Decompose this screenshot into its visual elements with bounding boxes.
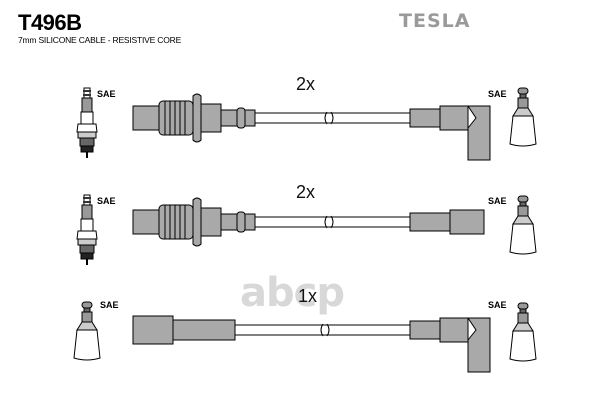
part-number: T496B bbox=[18, 10, 82, 35]
coil-boot bbox=[409, 105, 491, 161]
cable-break-mark bbox=[324, 215, 334, 229]
quantity-label: 2x bbox=[296, 74, 316, 94]
terminal-icon bbox=[509, 87, 537, 147]
cable-row-3 bbox=[73, 301, 537, 373]
sae-label: SAE bbox=[488, 89, 507, 99]
coil-boot bbox=[409, 209, 485, 235]
sae-label: SAE bbox=[97, 196, 116, 206]
coil-boot bbox=[409, 317, 491, 373]
cable-description: 7mm SILICONE CABLE - RESISTIVE CORE bbox=[18, 35, 182, 45]
sae-label: SAE bbox=[97, 89, 116, 99]
plug-boot bbox=[132, 315, 236, 345]
spark-plug-icon bbox=[76, 194, 98, 266]
spark-plug-boot bbox=[132, 93, 256, 143]
quantity-label: 2x bbox=[296, 182, 316, 202]
terminal-icon bbox=[509, 302, 537, 362]
sae-label: SAE bbox=[100, 300, 119, 310]
sae-label: SAE bbox=[488, 300, 507, 310]
brand-logo: TESLA bbox=[399, 10, 471, 32]
quantity-label: 1x bbox=[298, 286, 318, 306]
cable-row-1 bbox=[76, 87, 537, 161]
terminal-icon bbox=[509, 195, 537, 255]
cable-wire bbox=[234, 324, 411, 336]
sae-label: SAE bbox=[488, 196, 507, 206]
watermark: abcp bbox=[240, 270, 345, 316]
spark-plug-boot bbox=[132, 197, 256, 247]
cable-break-mark bbox=[320, 323, 330, 337]
cable-row-2 bbox=[76, 194, 537, 266]
spark-plug-icon bbox=[76, 87, 98, 159]
cable-break-mark bbox=[324, 111, 334, 125]
terminal-icon bbox=[73, 301, 101, 361]
